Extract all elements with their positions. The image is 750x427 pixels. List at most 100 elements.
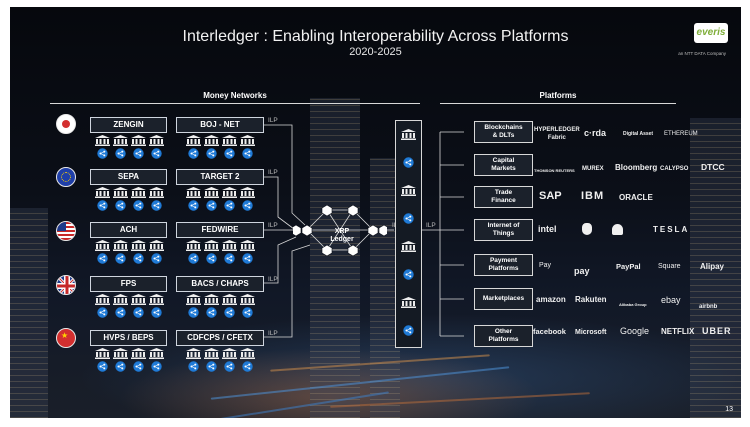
platforms-rule (440, 103, 676, 104)
network-node-icon (204, 307, 219, 318)
bank-icon-row (186, 135, 255, 146)
money-networks-rule (50, 103, 420, 104)
logo-murex: MUREX (582, 166, 604, 172)
network-node-icon (131, 200, 146, 211)
page-number: 13 (725, 406, 733, 413)
bank-icon (113, 240, 128, 251)
network-node-icon-row (95, 200, 164, 211)
network-node-icon-row (186, 307, 255, 318)
platform-category-iot: Internet of Things (474, 219, 533, 241)
network-node-icon (131, 253, 146, 264)
network-node-icon (204, 200, 219, 211)
network-node-icon-row (95, 307, 164, 318)
network-node-icon-row (186, 361, 255, 372)
network-box: CDFCPS / CFETX (176, 330, 264, 346)
interledger-column (395, 120, 422, 348)
slide: Interledger : Enabling Interoperability … (10, 7, 741, 418)
logo-tesla: TESLA (653, 225, 690, 234)
bank-icon (204, 240, 219, 251)
platform-category-capital-markets: Capital Markets (474, 154, 533, 176)
bank-icon (222, 348, 237, 359)
network-node-icon (222, 253, 237, 264)
everis-logo: everis an NTT DATA Company (658, 23, 728, 59)
network-box: TARGET 2 (176, 169, 264, 185)
xrp-ledger-label: XRP Ledger (330, 228, 354, 243)
slide-title: Interledger : Enabling Interoperability … (182, 28, 569, 45)
bank-icon (401, 127, 416, 145)
bank-icon-row (95, 294, 164, 305)
network-node-icon (149, 200, 164, 211)
network-box: ZENGIN (90, 117, 167, 133)
bank-icon (204, 294, 219, 305)
bank-icon (131, 240, 146, 251)
bank-icon (95, 294, 110, 305)
logo-corda: c·rda (584, 128, 607, 138)
network-node-icon (113, 253, 128, 264)
logo-microsoft: Microsoft (575, 329, 607, 336)
bank-icon (204, 135, 219, 146)
logo-alibaba: Alibaba Group (619, 302, 647, 307)
bank-icon-row (186, 294, 255, 305)
network-node-icon (113, 307, 128, 318)
platform-category-marketplaces: Marketplaces (474, 288, 533, 310)
bank-icon (95, 240, 110, 251)
china-flag-icon: ★ (56, 328, 76, 348)
bank-icon (222, 240, 237, 251)
ilp-label: ILP (268, 222, 278, 229)
network-node-icon (186, 200, 201, 211)
network-node-icon (240, 307, 255, 318)
logo-netflix: NETFLIX (661, 327, 695, 336)
bank-icon (113, 187, 128, 198)
bank-icon (240, 294, 255, 305)
network-node-icon (149, 307, 164, 318)
bank-icon (149, 294, 164, 305)
logo-paypal: PayPal (616, 262, 641, 271)
platforms-heading: Platforms (539, 91, 577, 100)
bank-icon (113, 348, 128, 359)
bank-icon (240, 240, 255, 251)
logo-ibm: IBM (581, 190, 605, 202)
bank-icon-row (186, 348, 255, 359)
logo-wordmark: everis (694, 23, 728, 43)
bank-icon (95, 187, 110, 198)
logo-apple-pay: Pay (539, 262, 552, 269)
bank-icon (131, 348, 146, 359)
network-node-icon (131, 361, 146, 372)
bank-icon (131, 187, 146, 198)
usa-flag-icon (56, 221, 76, 241)
bank-icon (113, 294, 128, 305)
logo-tagline: an NTT DATA Company (678, 51, 726, 56)
network-node-icon (222, 361, 237, 372)
network-node-icon-row (95, 253, 164, 264)
network-node-icon (113, 200, 128, 211)
network-node-icon-row (186, 200, 255, 211)
network-node-icon-row (186, 148, 255, 159)
network-node-icon (95, 148, 110, 159)
logo-ebay: ebay (661, 295, 681, 305)
network-node-icon (95, 253, 110, 264)
ilp-label: ILP (268, 330, 278, 337)
platform-category-trade-finance: Trade Finance (474, 186, 533, 208)
network-box: FPS (90, 276, 167, 292)
bank-icon (204, 348, 219, 359)
network-node-icon (186, 361, 201, 372)
ilp-label: ILP (268, 169, 278, 176)
bank-icon-row (95, 240, 164, 251)
logo-oracle: ORACLE (619, 193, 653, 202)
bank-icon (186, 135, 201, 146)
android-icon (612, 224, 623, 235)
bank-icon (149, 135, 164, 146)
bank-icon (149, 348, 164, 359)
network-node-icon (149, 361, 164, 372)
network-node-icon (113, 148, 128, 159)
network-node-icon (222, 200, 237, 211)
bank-icon-row (95, 187, 164, 198)
bank-icon-row (95, 348, 164, 359)
bank-icon (240, 187, 255, 198)
bank-icon (401, 295, 416, 313)
logo-google-pay: pay (574, 266, 590, 276)
network-node-icon (149, 148, 164, 159)
network-node-icon (401, 155, 416, 173)
network-node-icon (401, 323, 416, 341)
apple-icon (582, 223, 592, 235)
